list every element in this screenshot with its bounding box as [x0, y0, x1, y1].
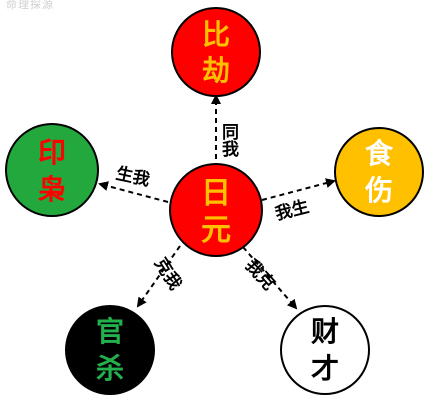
node-caicai: 财 才 — [280, 305, 370, 395]
node-guansha-line2: 杀 — [96, 352, 124, 385]
edge-label-to-shishang: 我生 — [273, 196, 311, 225]
node-yinxiao-line2: 枭 — [38, 173, 66, 206]
node-guansha-line1: 官 — [96, 315, 124, 348]
node-yinxiao-line1: 印 — [38, 136, 66, 169]
node-bijie-line1: 比 — [202, 18, 230, 51]
node-self: 日 元 — [169, 163, 263, 257]
edge-label-to-caicai: 我克 — [241, 255, 279, 294]
node-yinxiao: 印 枭 — [5, 123, 99, 217]
node-guansha: 官 杀 — [65, 305, 155, 395]
node-self-line1: 日 — [201, 176, 231, 211]
edge-to-caicai — [242, 246, 298, 310]
edge-label-to-yinxiao: 生我 — [114, 163, 152, 191]
node-shishang-line2: 伤 — [364, 174, 393, 207]
node-shishang-line1: 食 — [365, 137, 394, 170]
watermark-text: 命理探源 — [6, 0, 54, 11]
edge-to-yinxiao — [98, 181, 169, 203]
edge-to-shishang — [261, 178, 336, 201]
node-caicai-line1: 财 — [311, 315, 339, 348]
node-caicai-line2: 才 — [311, 352, 339, 385]
nodes: 日 元 比 劫 食 伤 财 才 — [5, 7, 424, 395]
node-bijie-line2: 劫 — [202, 54, 230, 87]
edge-to-guansha — [136, 245, 181, 308]
edge-label-to-guansha: 克我 — [150, 254, 186, 294]
edge-label-to-bijie: 同我 — [218, 123, 239, 158]
node-self-line2: 元 — [201, 213, 231, 248]
node-shishang: 食 伤 — [334, 127, 424, 217]
node-bijie: 比 劫 — [171, 7, 261, 97]
